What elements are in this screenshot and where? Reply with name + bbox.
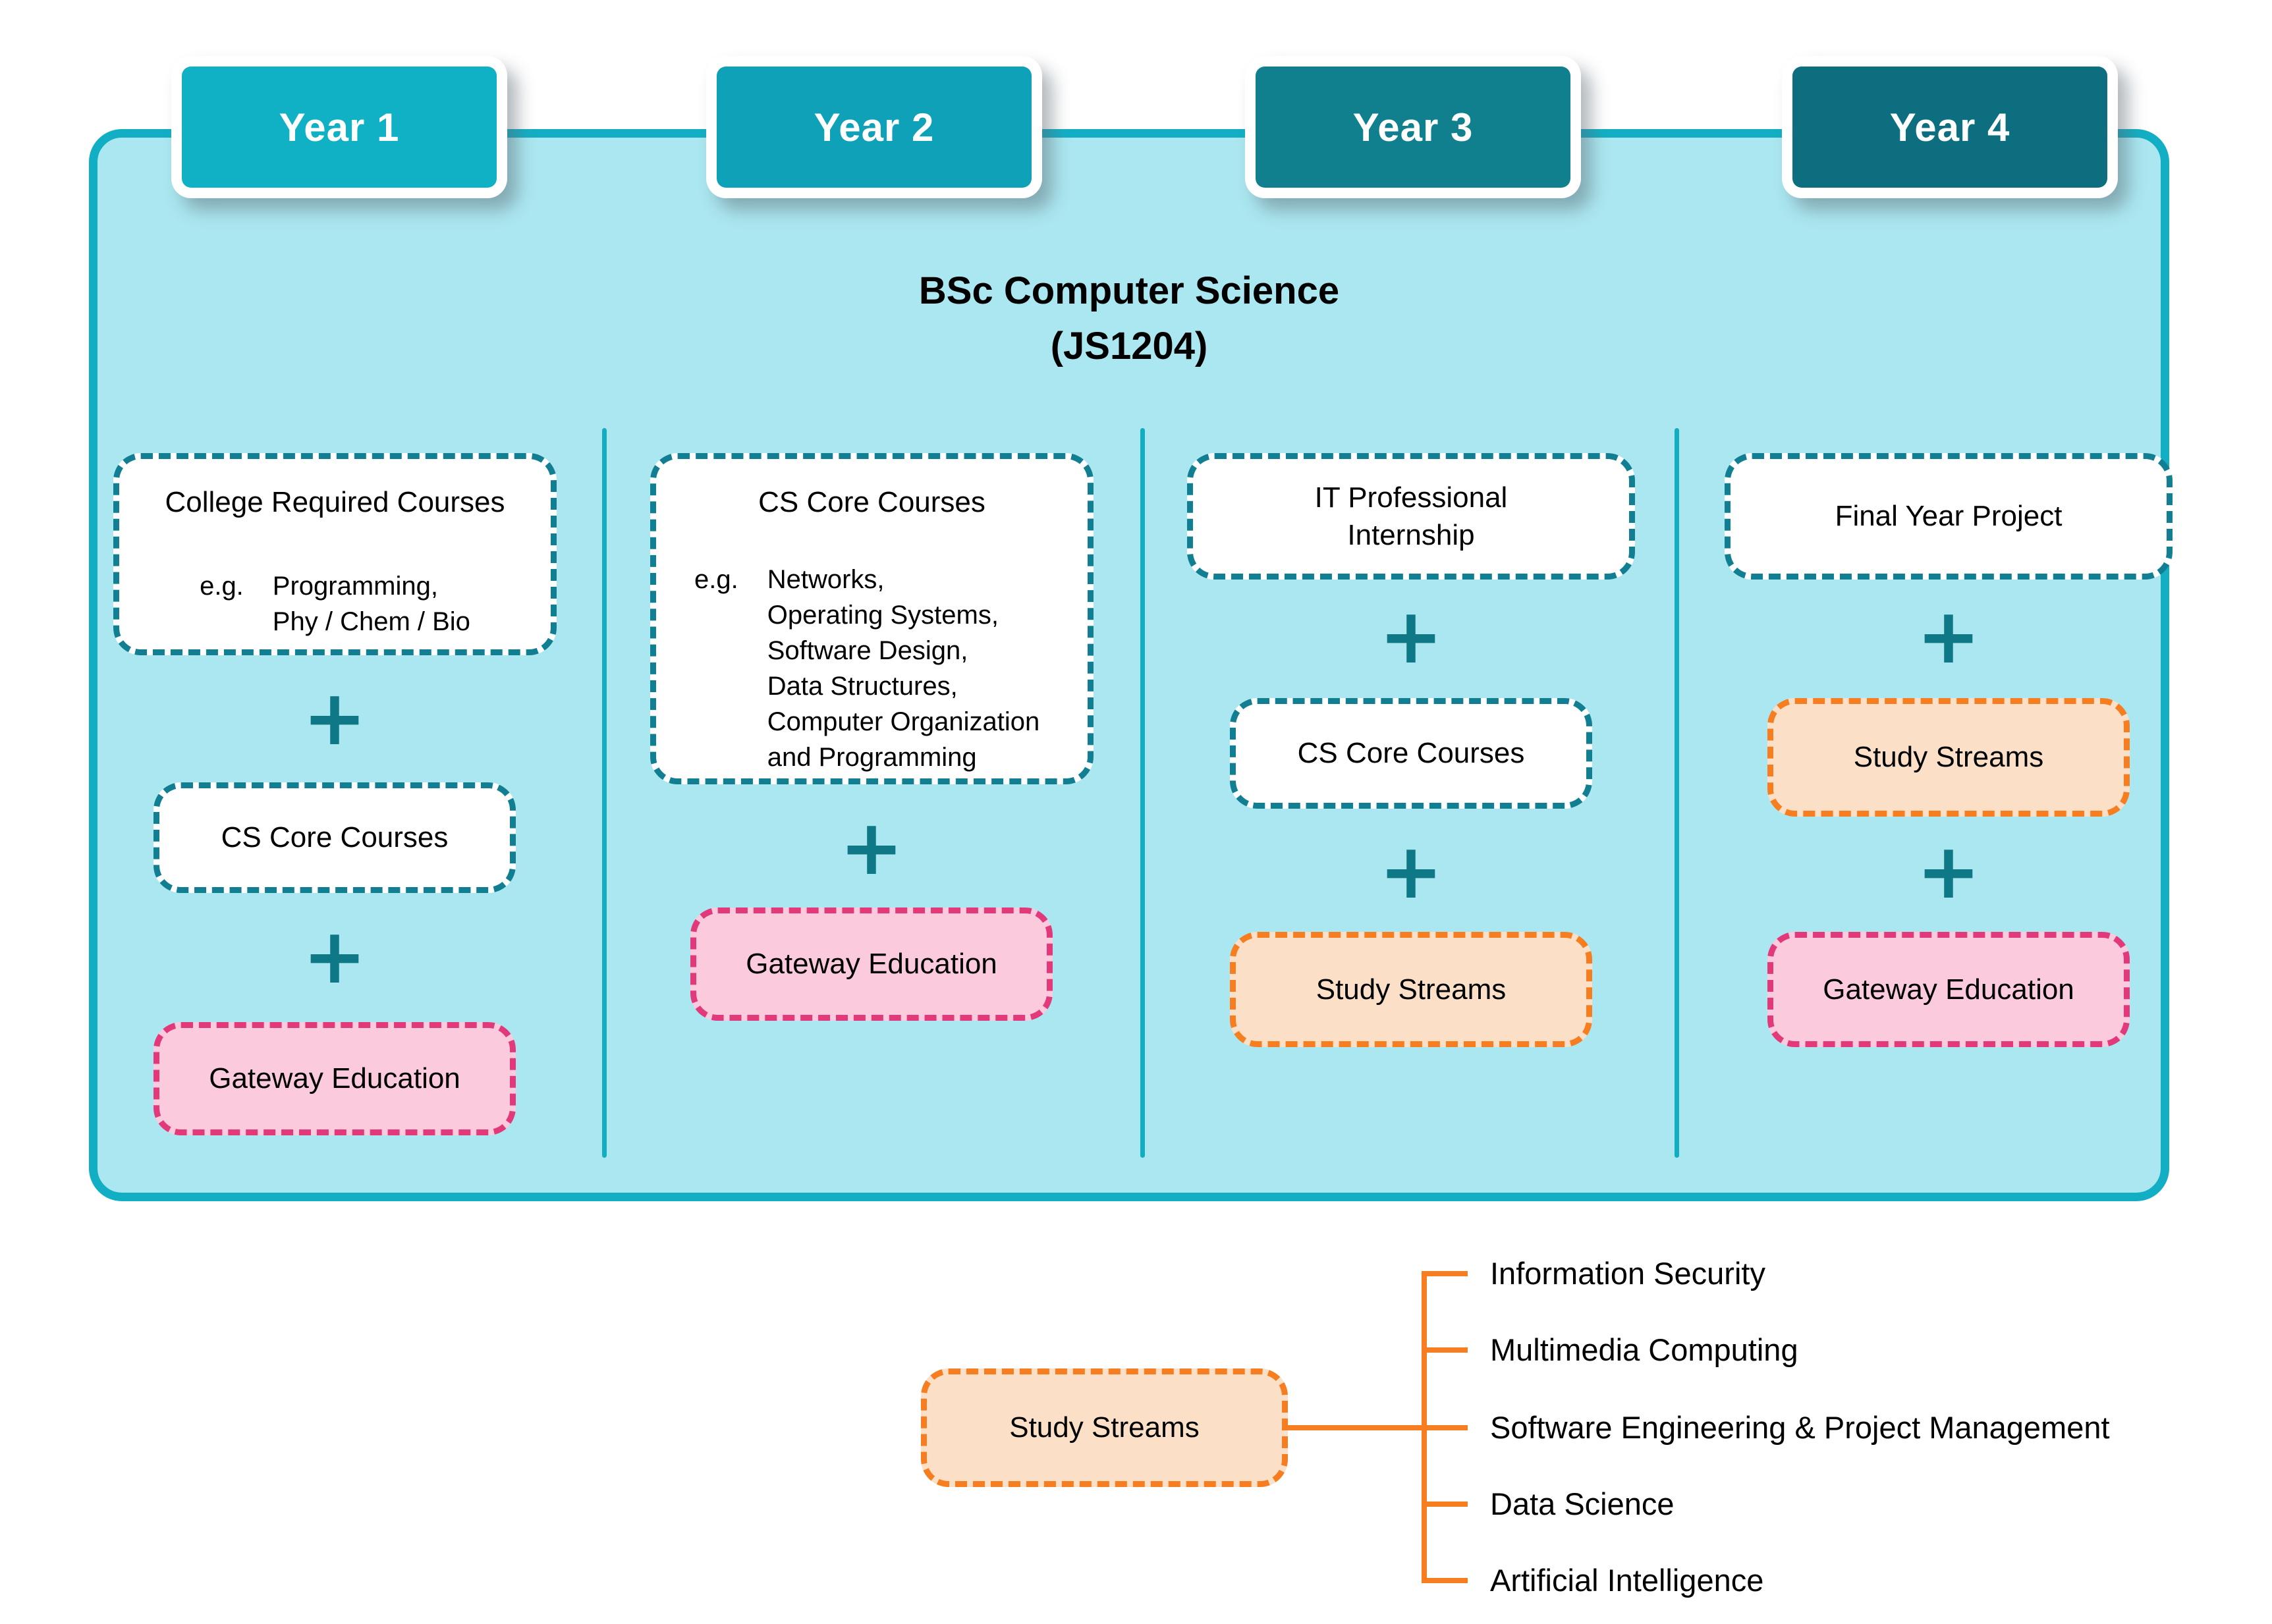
column-separator	[1675, 428, 1679, 1158]
year-2-tab: Year 2	[717, 67, 1032, 188]
plus-icon: +	[302, 673, 367, 763]
cs-core-courses-title-year2: CS Core Courses	[758, 486, 985, 518]
cs-core-courses-box-year3: CS Core Courses	[1230, 698, 1592, 809]
program-title-line2: (JS1204)	[1050, 325, 1208, 367]
plus-icon: +	[302, 911, 367, 1001]
plus-icon: +	[1379, 591, 1443, 681]
stream-information-security: Information Security	[1490, 1256, 1765, 1291]
year-1-header: Year 1	[171, 56, 507, 198]
gateway-education-box-year4: Gateway Education	[1767, 932, 2130, 1047]
stream-data-science: Data Science	[1490, 1486, 1675, 1521]
year-3-label: Year 3	[1352, 105, 1474, 149]
study-streams-box-year4: Study Streams	[1767, 698, 2130, 817]
plus-icon: +	[1379, 826, 1443, 916]
legend-branch	[1422, 1271, 1468, 1276]
study-streams-box-year3: Study Streams	[1230, 932, 1592, 1047]
college-required-courses-title: College Required Courses	[165, 486, 505, 518]
year-2-header: Year 2	[706, 56, 1042, 198]
plus-icon: +	[1916, 826, 1981, 916]
cs-core-courses-box-year2: CS Core Courses e.g. Networks, Operating…	[650, 453, 1094, 784]
stream-artificial-intelligence: Artificial Intelligence	[1490, 1563, 1764, 1598]
college-required-courses-box: College Required Courses e.g. Programmin…	[113, 453, 557, 655]
it-professional-internship-box: IT Professional Internship	[1187, 453, 1635, 580]
college-required-courses-examples: e.g. Programming, Phy / Chem / Bio	[200, 572, 470, 636]
program-title: BSc Computer Science (JS1204)	[89, 263, 2169, 374]
column-separator	[602, 428, 607, 1158]
year-4-label: Year 4	[1889, 105, 2010, 149]
legend-branch	[1422, 1347, 1468, 1353]
cs-core-courses-box-year1: CS Core Courses	[153, 782, 516, 893]
year-2-label: Year 2	[814, 105, 935, 149]
legend-branch	[1422, 1502, 1468, 1507]
year-3-tab: Year 3	[1256, 67, 1570, 188]
gateway-education-box-year2: Gateway Education	[690, 907, 1053, 1021]
plus-icon: +	[839, 803, 904, 892]
year-3-header: Year 3	[1245, 56, 1581, 198]
year-4-tab: Year 4	[1792, 67, 2107, 188]
program-title-line1: BSc Computer Science	[918, 269, 1340, 312]
cs-core-courses-examples: e.g. Networks, Operating Systems, Softwa…	[694, 565, 1040, 772]
year-1-tab: Year 1	[182, 67, 497, 188]
gateway-education-box-year1: Gateway Education	[153, 1022, 516, 1135]
legend-branch	[1422, 1578, 1468, 1583]
stream-software-engineering: Software Engineering & Project Managemen…	[1490, 1410, 2110, 1445]
legend-branch	[1422, 1425, 1468, 1430]
column-separator	[1140, 428, 1145, 1158]
year-4-header: Year 4	[1782, 56, 2118, 198]
legend-connector-horizontal	[1286, 1425, 1426, 1430]
year-1-label: Year 1	[279, 105, 400, 149]
plus-icon: +	[1916, 591, 1981, 681]
stream-multimedia-computing: Multimedia Computing	[1490, 1332, 1798, 1367]
study-streams-legend-box: Study Streams	[921, 1368, 1288, 1487]
final-year-project-box: Final Year Project	[1725, 453, 2173, 580]
